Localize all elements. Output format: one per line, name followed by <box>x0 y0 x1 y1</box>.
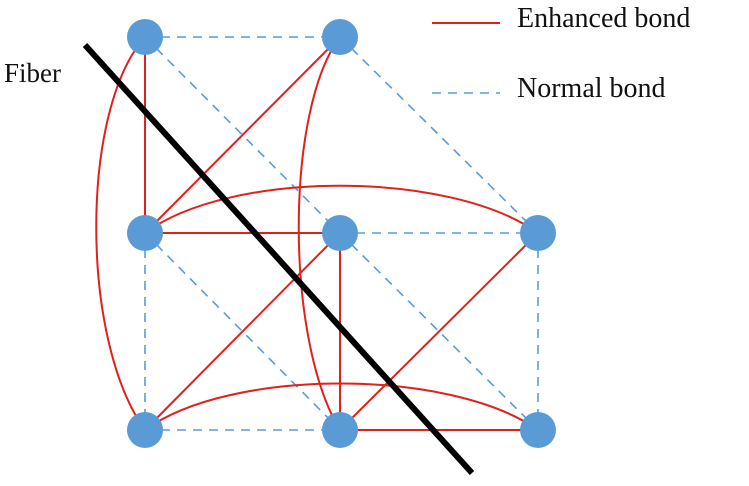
node <box>127 215 163 251</box>
enhanced-bond <box>144 232 341 431</box>
normal-bond <box>144 232 341 431</box>
node <box>520 412 556 448</box>
node <box>127 412 163 448</box>
enhanced-bond <box>339 232 539 431</box>
node <box>322 19 358 55</box>
legend-normal-label: Normal bond <box>517 73 666 104</box>
enhanced-bonds <box>95 36 539 431</box>
fiber-line <box>82 42 475 476</box>
enhanced-bond-curve <box>144 184 539 234</box>
normal-bond <box>339 36 539 234</box>
normal-bond <box>144 36 341 234</box>
normal-bonds <box>144 36 539 431</box>
node <box>520 215 556 251</box>
enhanced-bond-curve <box>95 36 146 431</box>
node <box>322 215 358 251</box>
node <box>127 19 163 55</box>
node <box>322 412 358 448</box>
fiber-label: Fiber <box>4 58 61 88</box>
enhanced-bond-curve <box>297 36 341 431</box>
nodes <box>127 19 556 448</box>
enhanced-bond-curve <box>144 382 539 431</box>
enhanced-bond <box>144 36 341 234</box>
normal-bond <box>339 232 539 431</box>
legend-enhanced-label: Enhanced bond <box>517 3 691 34</box>
